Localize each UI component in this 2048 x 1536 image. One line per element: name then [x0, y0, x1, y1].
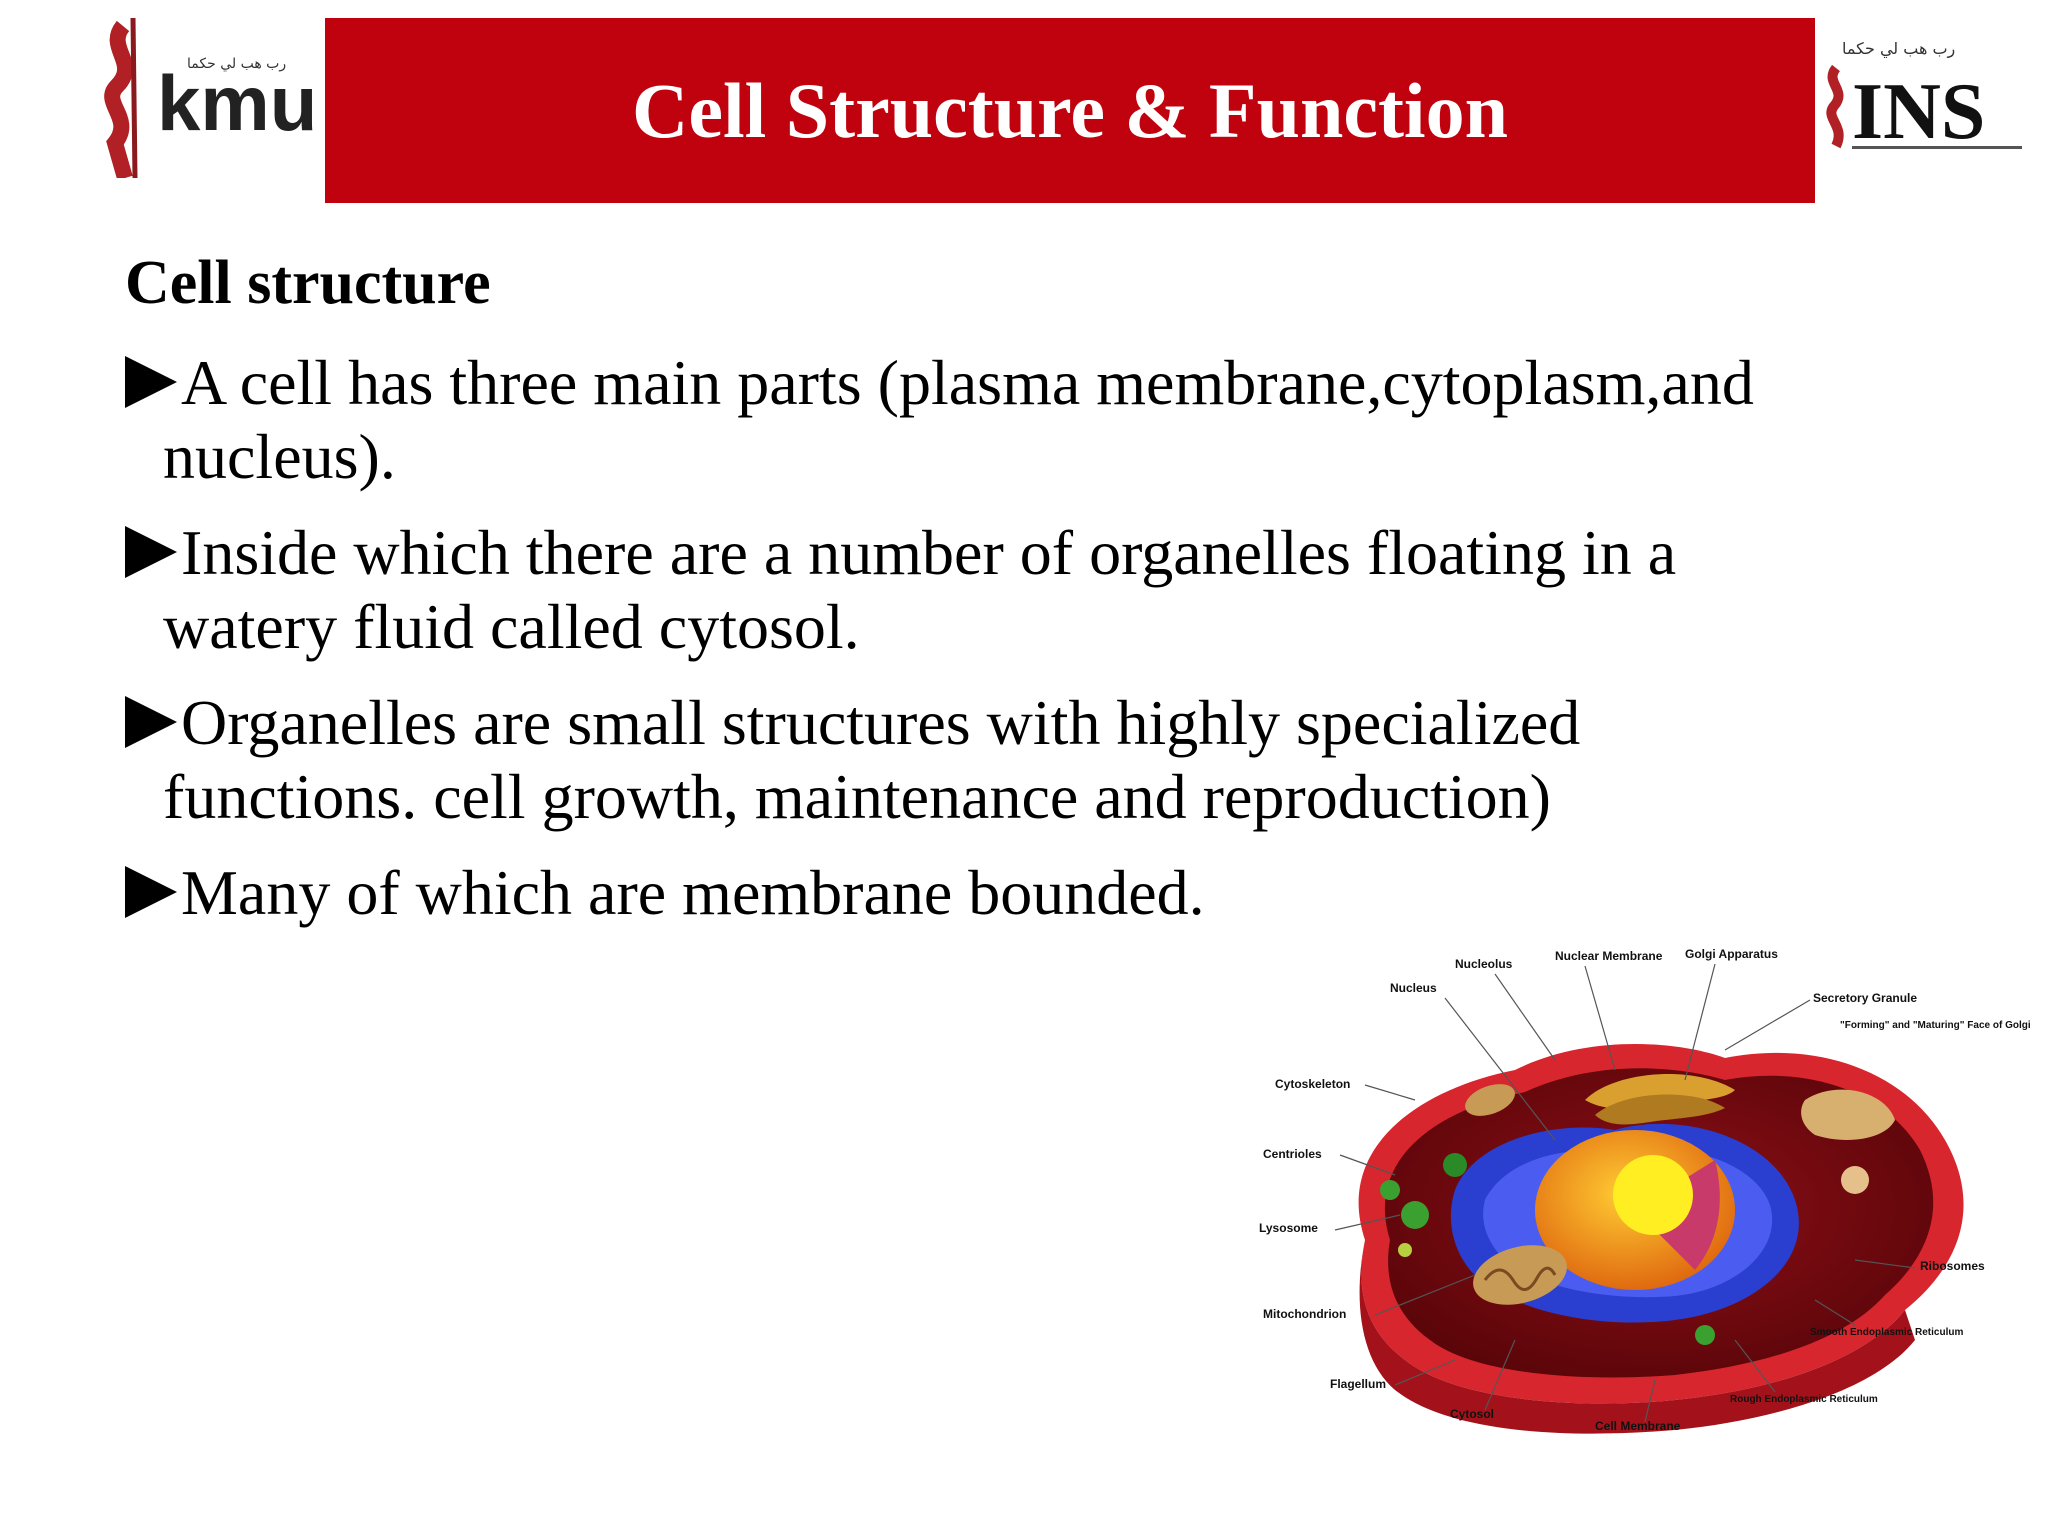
- bullet-item: Organelles are small structures with hig…: [125, 686, 1945, 834]
- label-mitochondrion: Mitochondrion: [1263, 1307, 1346, 1321]
- kmu-logo-graphic: kmu رب هب لي حكما: [104, 17, 317, 181]
- label-nucleus: Nucleus: [1390, 981, 1437, 995]
- bullet-line-continued: functions. cell growth, maintenance and …: [163, 761, 1551, 832]
- bullet-line: Inside which there are a number of organ…: [181, 517, 1677, 588]
- label-forming-face: "Forming" and "Maturing" Face of Golgi: [1840, 1020, 2031, 1031]
- mitochondrion-shape: [1473, 1245, 1567, 1305]
- label-cytosol: Cytosol: [1450, 1407, 1494, 1421]
- triangle-bullet-icon: [125, 526, 177, 578]
- bullet-item: Inside which there are a number of organ…: [125, 516, 1945, 664]
- kmu-logo-text: kmu: [157, 59, 317, 147]
- slide-title: Cell Structure & Function: [632, 66, 1508, 154]
- nucleolus-shape: [1613, 1155, 1693, 1235]
- section-heading: Cell structure: [125, 249, 491, 317]
- bullet-line-continued: watery fluid called cytosol.: [163, 591, 860, 662]
- bullet-item: A cell has three main parts (plasma memb…: [125, 346, 1945, 494]
- label-flagellum: Flagellum: [1330, 1377, 1386, 1391]
- bullet-line: A cell has three main parts (plasma memb…: [181, 347, 1754, 418]
- label-centrioles: Centrioles: [1263, 1147, 1322, 1161]
- ins-logo-text: INS: [1852, 68, 1985, 156]
- cell-diagram: Nucleus Nucleolus Nuclear Membrane Golgi…: [1255, 940, 2045, 1475]
- label-nuclear-membrane: Nuclear Membrane: [1555, 949, 1663, 963]
- triangle-bullet-icon: [125, 696, 177, 748]
- title-banner: Cell Structure & Function: [325, 18, 1815, 203]
- ins-logo: رب هب لي حكما INS: [1822, 28, 2037, 158]
- triangle-bullet-icon: [125, 866, 177, 918]
- label-nucleolus: Nucleolus: [1455, 957, 1513, 971]
- animal-cell-illustration: Nucleus Nucleolus Nuclear Membrane Golgi…: [1259, 947, 2031, 1434]
- label-cell-membrane: Cell Membrane: [1595, 1419, 1681, 1433]
- kmu-logo: kmu رب هب لي حكما: [95, 17, 320, 181]
- bullet-line-continued: nucleus).: [163, 421, 396, 492]
- diagram-labels: Nucleus Nucleolus Nuclear Membrane Golgi…: [1259, 947, 2031, 1433]
- bullet-line: Organelles are small structures with hig…: [181, 687, 1581, 758]
- label-ribosomes: Ribosomes: [1920, 1259, 1985, 1273]
- bullet-line: Many of which are membrane bounded.: [181, 857, 1205, 928]
- ins-logo-caption: رب هب لي حكما: [1842, 39, 1955, 59]
- label-secretory-granule: Secretory Granule: [1813, 991, 1917, 1005]
- label-smooth-er: Smooth Endoplasmic Reticulum: [1810, 1327, 1963, 1338]
- label-lysosome: Lysosome: [1259, 1221, 1318, 1235]
- kmu-logo-caption: رب هب لي حكما: [187, 56, 286, 72]
- label-cytoskeleton: Cytoskeleton: [1275, 1077, 1350, 1091]
- triangle-bullet-icon: [125, 356, 177, 408]
- ins-logo-graphic: رب هب لي حكما INS: [1826, 39, 2022, 156]
- label-rough-er: Rough Endoplasmic Reticulum: [1730, 1394, 1878, 1405]
- leader-lines: [1334, 963, 1916, 1423]
- lysosome-shape: [1401, 1201, 1429, 1229]
- bullet-item: Many of which are membrane bounded.: [125, 856, 1945, 930]
- label-golgi-apparatus: Golgi Apparatus: [1685, 947, 1778, 961]
